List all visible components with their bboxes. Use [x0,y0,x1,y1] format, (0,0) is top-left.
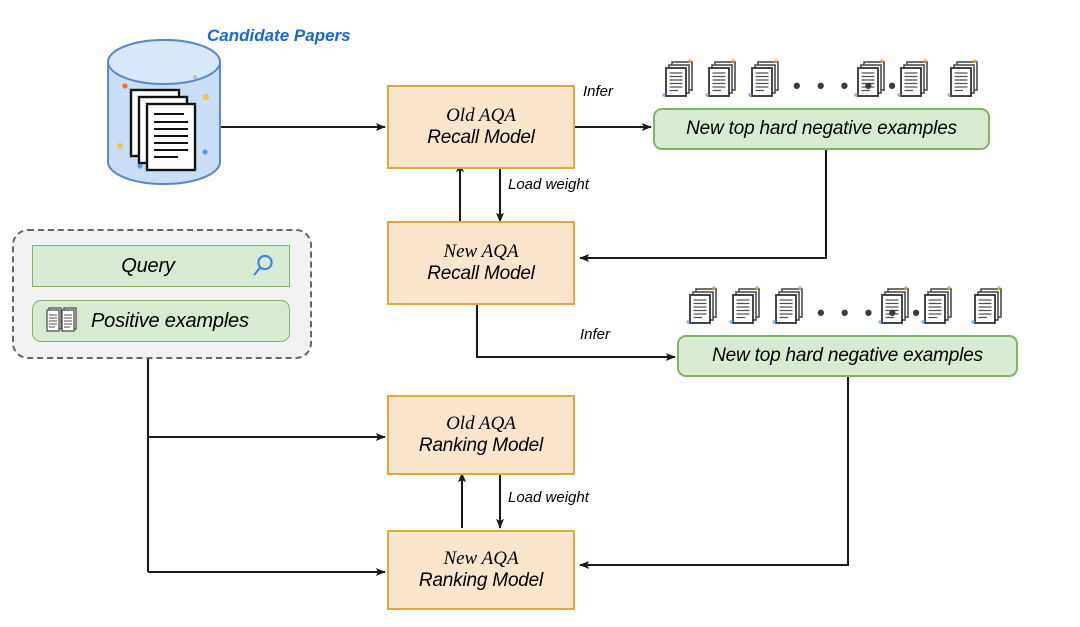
edge-new-recall-infer [475,303,676,361]
output-box-recall-negatives[interactable]: New top hard negative examples [653,108,990,150]
query-input-box[interactable]: Query [32,245,290,287]
page-title: Candidate Papers [207,26,351,45]
edge-label-infer-2: Infer [580,326,611,343]
model-line-1: Old AQA [446,412,516,434]
output-label: New top hard negative examples [686,118,957,139]
model-line-1: New AQA [443,240,519,262]
model-line-2: Recall Model [427,127,535,148]
model-box-old-aqa-ranking[interactable]: Old AQA Ranking Model [387,395,575,475]
edge-label-load-weight-1: Load weight [508,176,589,193]
ellipsis-ranking: • • • • • [817,300,925,325]
query-label: Query [121,254,175,277]
edge-negatives-to-new-recall [579,150,828,262]
edge-negatives-to-new-ranking [579,377,850,569]
edge-label-infer-1: Infer [583,83,614,100]
model-line-2: Recall Model [427,263,535,284]
model-box-new-aqa-ranking[interactable]: New AQA Ranking Model [387,530,575,610]
output-label: New top hard negative examples [712,345,983,366]
positive-examples-box[interactable]: Positive examples [32,300,290,342]
edge-label-load-weight-2: Load weight [508,489,589,506]
ellipsis-recall: • • • • • [793,73,901,98]
model-line-2: Ranking Model [418,435,544,456]
positive-examples-label: Positive examples [91,309,249,332]
model-box-old-aqa-recall[interactable]: Old AQA Recall Model [387,85,575,169]
books-icon [46,307,77,332]
model-line-1: Old AQA [446,104,516,126]
model-box-new-aqa-recall[interactable]: New AQA Recall Model [387,221,575,305]
output-box-ranking-negatives[interactable]: New top hard negative examples [677,335,1018,377]
search-icon [253,254,273,276]
model-line-1: New AQA [443,547,519,569]
model-line-2: Ranking Model [418,570,544,591]
